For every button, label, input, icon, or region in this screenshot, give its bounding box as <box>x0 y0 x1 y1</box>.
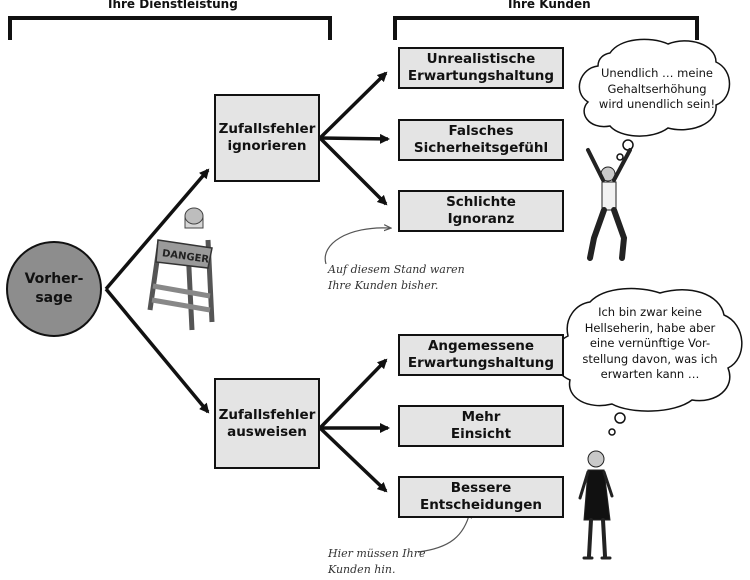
thought-bubble-bottom-text: Ich bin zwar keine Hellseherin, habe abe… <box>582 305 718 381</box>
branch1-arrows <box>318 71 390 206</box>
danger-sign-illustration: DANGER <box>147 207 215 331</box>
outcome-more-insight: Mehr Einsicht <box>398 405 564 447</box>
root-node: Vorher- sage <box>6 241 102 337</box>
note-current-state: Auf diesem Stand waren Ihre Kunden bishe… <box>328 263 465 292</box>
outcome-better-decisions: Bessere Entscheidungen <box>398 476 564 518</box>
outcome-false-security: Falsches Sicherheitsgefühl <box>398 119 564 161</box>
customers-bracket <box>393 16 699 40</box>
note-current-arrow <box>324 228 390 265</box>
root-arrows <box>104 168 210 414</box>
outcome-label: Bessere Entscheidungen <box>419 480 543 513</box>
branch-report-node: Zufallsfehler ausweisen <box>214 378 320 469</box>
outcome-appropriate-expectations: Angemessene Erwartungshaltung <box>398 334 564 376</box>
outcome-plain-ignorance: Schlichte Ignoranz <box>398 190 564 232</box>
outcome-label: Angemessene Erwartungshaltung <box>407 338 555 371</box>
woman-illustration <box>578 450 614 560</box>
branch2-arrows <box>318 358 390 493</box>
outcome-label: Mehr Einsicht <box>450 409 512 442</box>
note-target-state: Hier müssen Ihre Kunden hin. <box>328 547 426 576</box>
customers-header: Ihre Kunden <box>508 0 591 11</box>
outcome-label: Falsches Sicherheitsgefühl <box>413 123 549 156</box>
outcome-label: Unrealistische Erwartungshaltung <box>407 51 555 84</box>
cheering-man-illustration <box>586 148 632 261</box>
branch-ignore-label: Zufallsfehler ignorieren <box>218 121 316 154</box>
root-node-label: Vorher- sage <box>24 271 84 306</box>
service-header: Ihre Dienstleistung <box>108 0 238 11</box>
note-target-arrow <box>417 512 470 553</box>
branch-ignore-node: Zufallsfehler ignorieren <box>214 94 320 182</box>
thought-bubble-top <box>578 38 731 161</box>
outcome-label: Schlichte Ignoranz <box>446 194 516 227</box>
outcome-unrealistic-expectations: Unrealistische Erwartungshaltung <box>398 47 564 89</box>
service-bracket <box>8 16 332 40</box>
thought-bubble-top-text: Unendlich … meine Gehaltserhöhung wird u… <box>598 66 716 111</box>
branch-report-label: Zufallsfehler ausweisen <box>218 406 316 440</box>
